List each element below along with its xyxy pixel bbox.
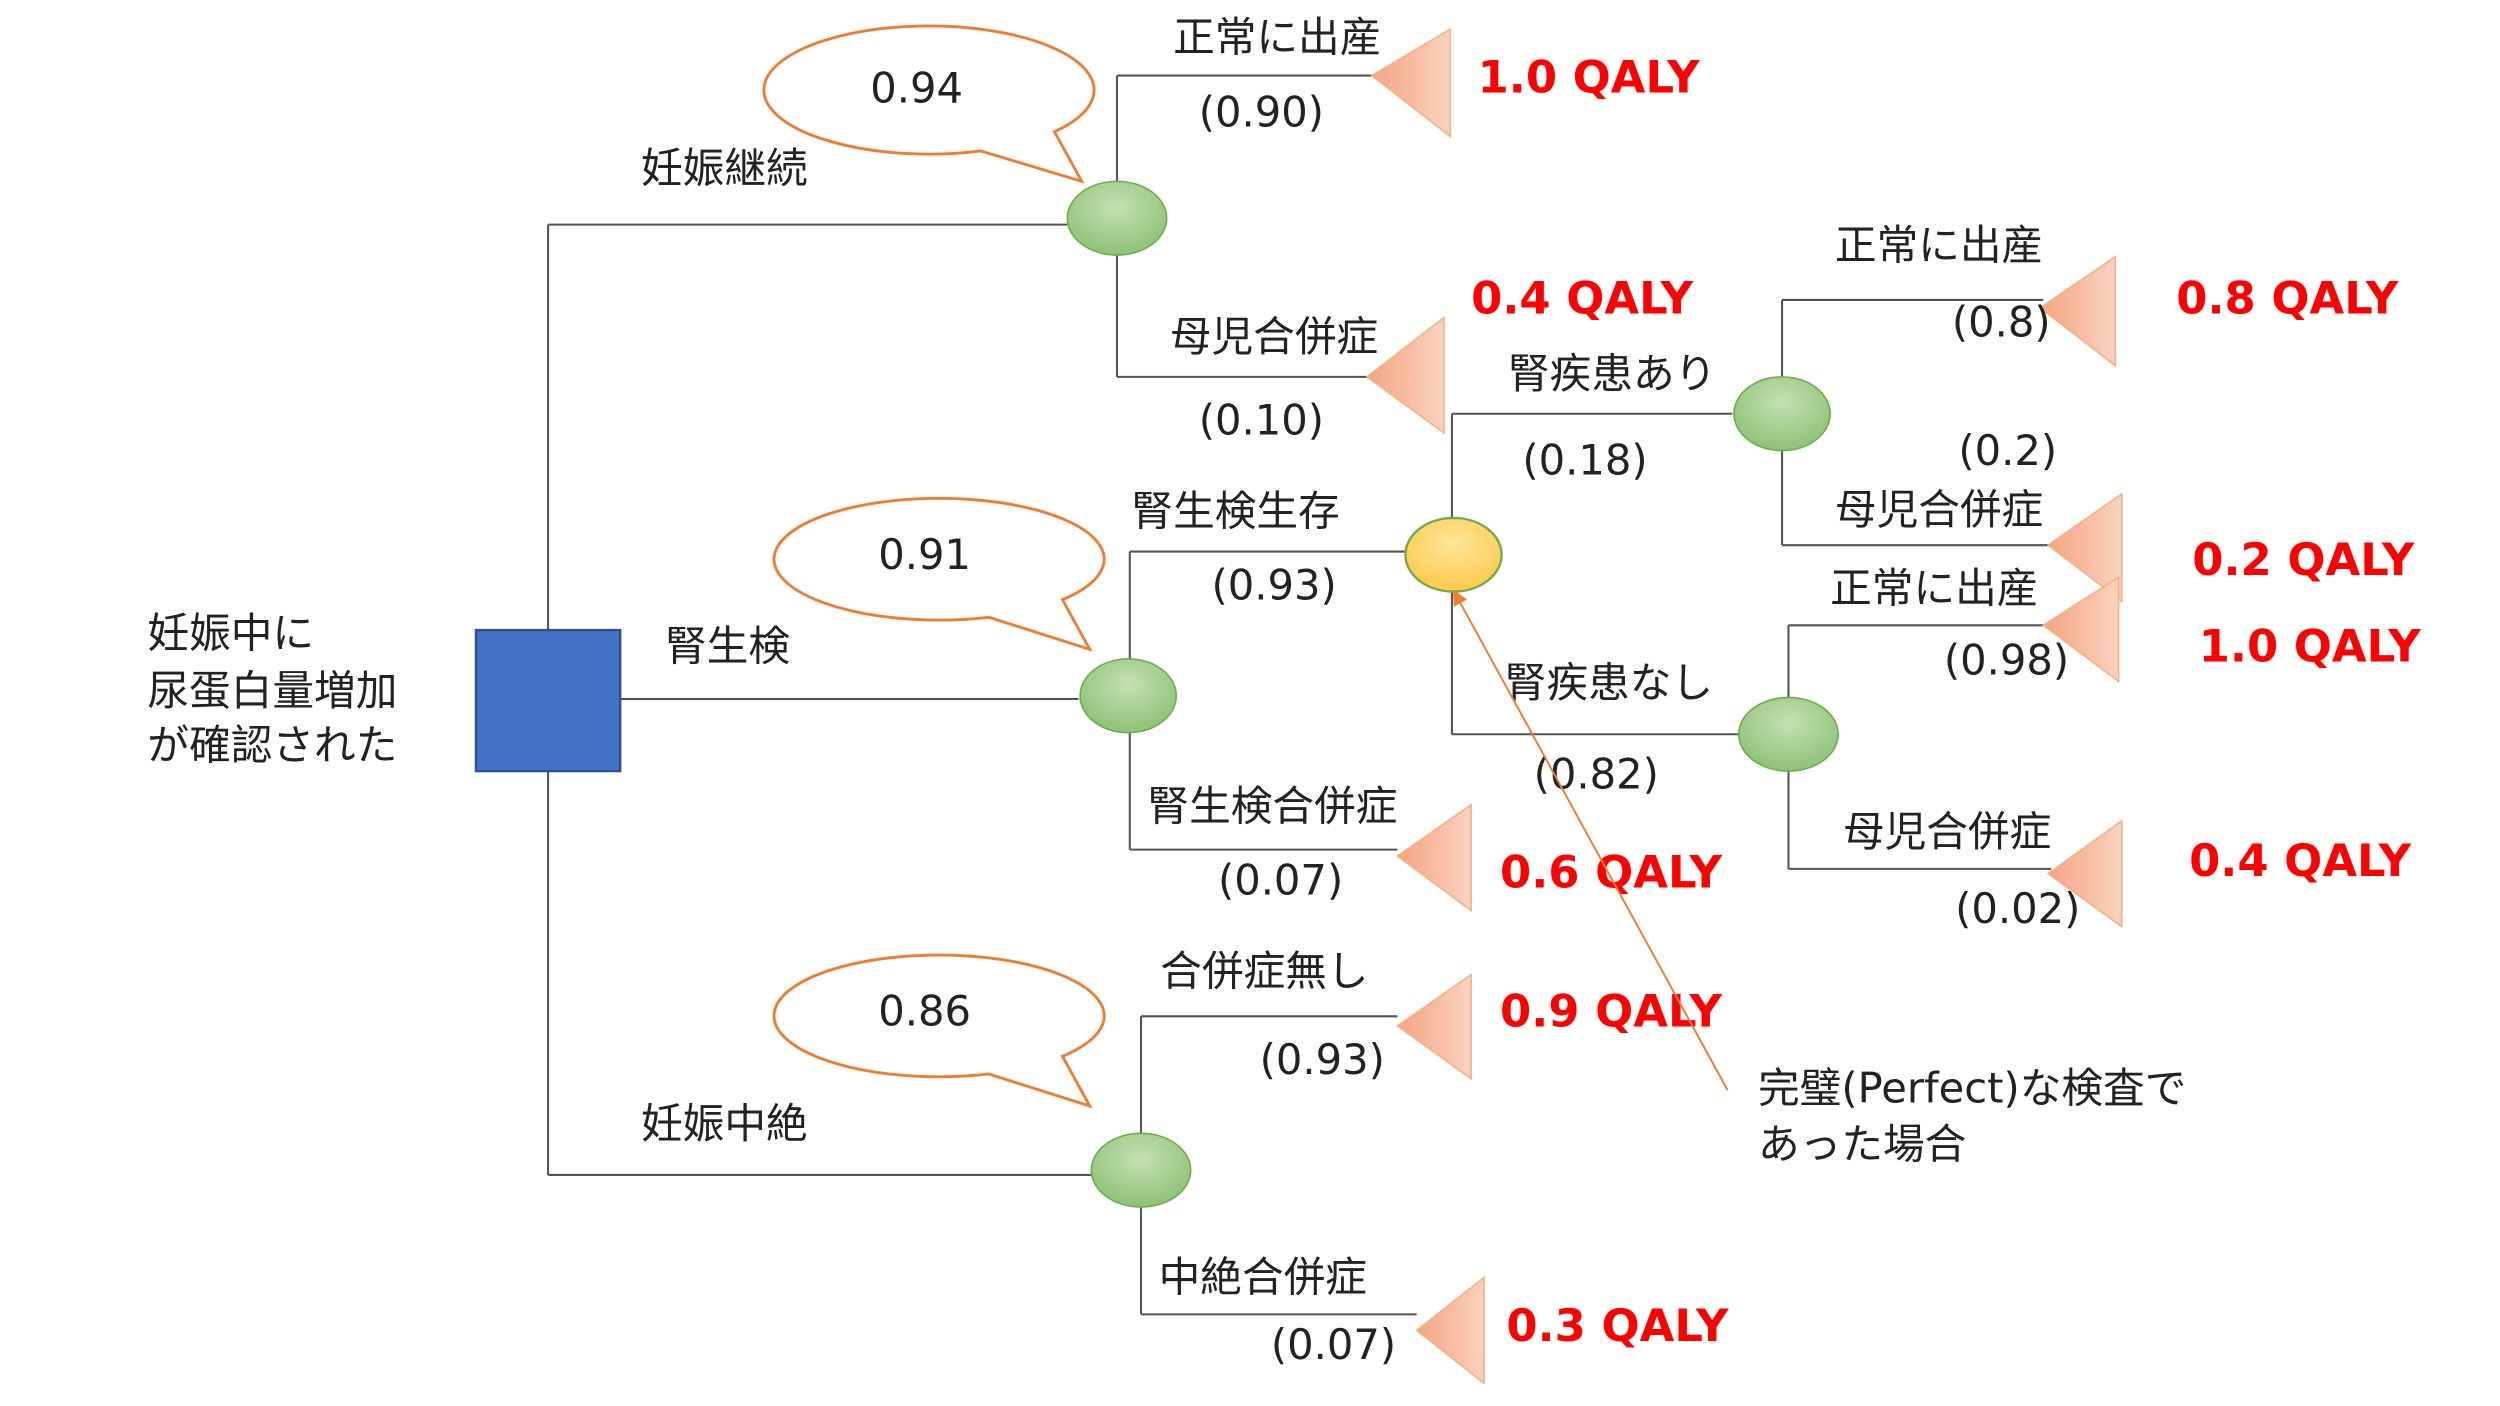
disease-comp-qaly: 0.2 QALY	[2192, 533, 2415, 586]
nodisease-comp-prob: (0.02)	[1955, 884, 2080, 933]
disease-normal-label: 正常に出産	[1835, 221, 2043, 270]
decision-node[interactable]	[474, 628, 622, 773]
terminal-triangle[interactable]	[1396, 803, 1472, 913]
nodisease-normal-label: 正常に出産	[1830, 564, 2038, 613]
continue-comp-qaly: 0.4 QALY	[1471, 272, 1694, 325]
terminal-triangle[interactable]	[1396, 973, 1472, 1081]
bubble-value: 0.86	[878, 987, 971, 1036]
chance-node-disease[interactable]	[1733, 376, 1831, 452]
annotation-line1: 完璧(Perfect)な検査で	[1758, 1064, 2186, 1113]
branch-abort-label: 妊娠中絶	[641, 1099, 808, 1148]
disease-prob: (0.18)	[1522, 435, 1647, 484]
abort-nocomp-qaly: 0.9 QALY	[1500, 985, 1723, 1038]
terminal-triangle[interactable]	[2046, 819, 2123, 929]
continue-normal-qaly: 1.0 QALY	[1478, 50, 1701, 103]
annotation-line2: あった場合	[1758, 1120, 1966, 1169]
disease-normal-qaly: 0.8 QALY	[2176, 272, 2399, 325]
speech-bubble-abort: 0.86	[772, 953, 1106, 1109]
root-label-line3: が確認された	[147, 721, 397, 770]
nodisease-normal-prob: (0.98)	[1944, 636, 2069, 685]
branch-continue-label: 妊娠継続	[641, 144, 808, 193]
abort-comp-qaly: 0.3 QALY	[1506, 1299, 1729, 1352]
chance-node-biopsy[interactable]	[1079, 658, 1178, 734]
chance-node-continue[interactable]	[1066, 180, 1168, 256]
biopsy-comp-qaly: 0.6 QALY	[1500, 845, 1723, 898]
biopsy-comp-prob: (0.07)	[1218, 855, 1343, 904]
continue-normal-label: 正常に出産	[1173, 12, 1381, 61]
nodisease-comp-qaly: 0.4 QALY	[2189, 834, 2412, 887]
abort-nocomp-prob: (0.93)	[1260, 1035, 1385, 1084]
annotation-arrow	[1453, 589, 1729, 1091]
biopsy-survive-prob: (0.93)	[1212, 560, 1337, 609]
terminal-triangle[interactable]	[1415, 1275, 1485, 1385]
disease-comp-label: 母児合併症	[1835, 485, 2043, 534]
terminal-triangle[interactable]	[2041, 575, 2120, 683]
nodisease-comp-label: 母児合併症	[1843, 807, 2051, 856]
terminal-triangle[interactable]	[1370, 27, 1452, 139]
speech-bubble-continue: 0.94	[762, 24, 1096, 184]
abort-nocomp-label: 合併症無し	[1160, 947, 1368, 996]
root-label-line1: 妊娠中に	[147, 608, 314, 657]
biopsy-comp-label: 腎生検合併症	[1147, 782, 1397, 831]
terminal-triangle[interactable]	[2038, 255, 2117, 368]
terminal-triangle[interactable]	[2046, 492, 2123, 603]
abort-comp-label: 中絶合併症	[1159, 1253, 1367, 1302]
chance-node-nodisease[interactable]	[1737, 696, 1839, 772]
disease-normal-prob: (0.8)	[1952, 298, 2051, 347]
continue-comp-prob: (0.10)	[1199, 395, 1324, 444]
branch-biopsy-label: 腎生検	[665, 621, 790, 670]
bubble-value: 0.91	[878, 530, 971, 579]
chance-node-abort[interactable]	[1090, 1132, 1192, 1208]
nodisease-prob: (0.82)	[1534, 750, 1659, 799]
disease-comp-prob: (0.2)	[1958, 426, 2057, 475]
speech-bubble-biopsy: 0.91	[772, 496, 1106, 652]
disease-label: 腎疾患あり	[1508, 349, 1716, 398]
chance-node-survive[interactable]	[1404, 516, 1503, 593]
abort-comp-prob: (0.07)	[1271, 1320, 1396, 1369]
continue-comp-label: 母児合併症	[1170, 312, 1378, 361]
terminal-nodes	[1365, 27, 2123, 1385]
biopsy-survive-label: 腎生検生存	[1131, 487, 1339, 536]
terminal-triangle[interactable]	[1365, 315, 1445, 435]
nodisease-label: 腎疾患なし	[1505, 658, 1713, 707]
nodisease-normal-qaly: 1.0 QALY	[2199, 619, 2422, 672]
continue-normal-prob: (0.90)	[1199, 88, 1324, 137]
root-label-line2: 尿蛋白量増加	[147, 666, 397, 715]
bubble-value: 0.94	[870, 64, 963, 113]
